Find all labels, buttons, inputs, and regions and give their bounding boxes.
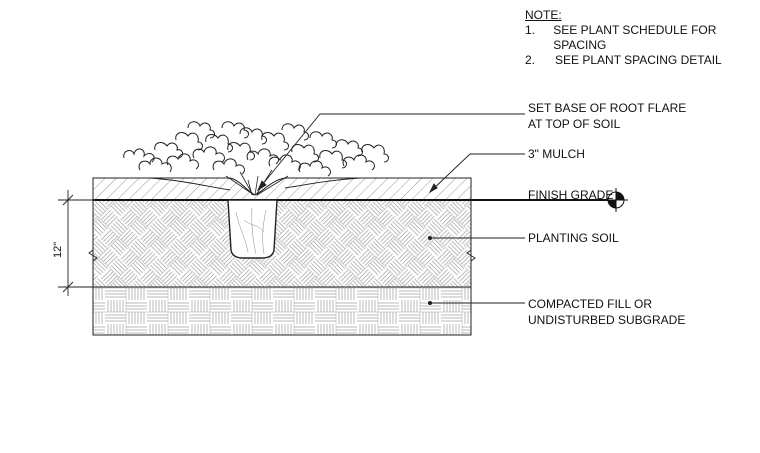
subgrade-callout: COMPACTED FILL OR UNDISTURBED SUBGRADE [528, 296, 685, 328]
leader-lines [256, 113, 525, 306]
general-notes: NOTE: 1. SEE PLANT SCHEDULE FOR SPACING … [525, 8, 760, 68]
root-flare-callout-line1: SET BASE OF ROOT FLARE [528, 101, 687, 115]
root-flare-callout-line2: AT TOP OF SOIL [528, 117, 621, 131]
depth-dimension-label: 12" [52, 241, 64, 258]
note-item: 2. SEE PLANT SPACING DETAIL [525, 53, 760, 68]
note-item: 1. SEE PLANT SCHEDULE FOR SPACING [525, 23, 760, 53]
plant-canopy [123, 121, 389, 196]
planting-soil-callout: PLANTING SOIL [528, 231, 619, 245]
note-text: SEE PLANT SCHEDULE FOR SPACING [553, 23, 717, 52]
root-flare-callout: SET BASE OF ROOT FLARE AT TOP OF SOIL [528, 100, 686, 132]
subgrade-callout-line1: COMPACTED FILL OR [528, 297, 653, 311]
planting-soil-layer [92, 199, 472, 288]
finish-grade-target-icon [604, 188, 628, 212]
mulch-callout: 3" MULCH [528, 147, 585, 161]
notes-title: NOTE: [525, 8, 562, 22]
note-text: SEE PLANT SPACING DETAIL [555, 53, 722, 67]
note-number: 2. [525, 53, 536, 67]
note-number: 1. [525, 23, 536, 37]
subgrade-layer [92, 286, 472, 336]
root-ball [227, 199, 278, 259]
subgrade-callout-line2: UNDISTURBED SUBGRADE [528, 313, 686, 327]
finish-grade-callout: FINISH GRADE [528, 188, 614, 202]
mulch-layer [92, 177, 472, 201]
